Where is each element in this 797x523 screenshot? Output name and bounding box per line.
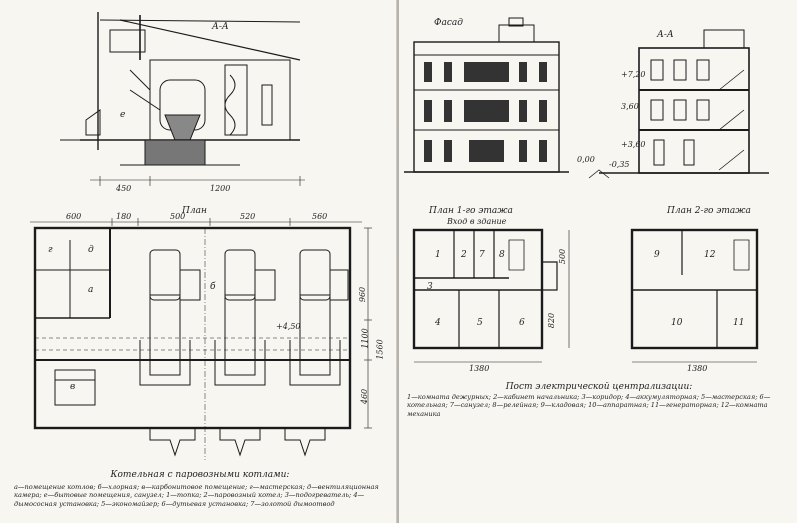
level-minus-0-35: -0,35 <box>609 160 630 169</box>
right-page: Фасад А-А +7,20 3,60 0,00 -0,35 +3,60 Пл… <box>399 0 797 523</box>
room-letter-d: д <box>88 245 94 255</box>
floor2-plan-drawing <box>630 228 759 363</box>
room-4: 4 <box>435 318 441 328</box>
boiler-house-drawings <box>30 12 372 460</box>
floor1-plan-drawing <box>412 228 570 363</box>
room-6: 6 <box>519 318 525 328</box>
relay-caption-legend: 1—комната дежурных; 2—кабинет начальника… <box>407 393 771 418</box>
dim-560: 560 <box>312 212 328 221</box>
dim-180: 180 <box>116 212 132 221</box>
plan2-width: 1380 <box>687 364 708 373</box>
dim-960: 960 <box>358 286 368 303</box>
dim-1100: 1100 <box>360 328 370 349</box>
section-aa-label: А-А <box>212 22 229 32</box>
room-7: 7 <box>479 250 485 260</box>
boiler-section-drawing <box>60 12 305 186</box>
room-letter-e: е <box>120 110 126 120</box>
room-12: 12 <box>704 250 716 260</box>
plan-label: План <box>182 206 207 216</box>
plan1-side: 500 <box>558 248 568 265</box>
boiler-plan-drawing <box>30 218 372 460</box>
dim-520: 520 <box>240 212 256 221</box>
room-10: 10 <box>671 318 683 328</box>
plan1-label: План 1-го этажа <box>429 206 513 216</box>
room-letter-g: г <box>48 245 53 255</box>
dim-600: 600 <box>66 212 82 221</box>
plan1-entrance: Вход в здание <box>447 217 507 226</box>
boiler-caption-title: Котельная с паровозными котлами: <box>110 470 290 480</box>
facade-drawing <box>404 17 569 173</box>
left-page: А-А План 450 1200 600 180 500 520 560 96… <box>0 0 398 523</box>
facade-label: Фасад <box>434 18 463 28</box>
room-9: 9 <box>654 250 660 260</box>
dim-460: 460 <box>360 388 370 405</box>
building-section-drawing <box>588 29 769 179</box>
right-section-aa-label: А-А <box>657 30 674 40</box>
room-1: 1 <box>435 250 441 260</box>
boiler-caption-legend: а—помещение котлов; б—хлорная; в—карбони… <box>14 483 379 508</box>
room-3: 3 <box>427 282 433 292</box>
dim-1560: 1560 <box>375 339 385 360</box>
level-3-60: 3,60 <box>621 102 639 111</box>
dim-1200: 1200 <box>210 184 231 193</box>
room-5: 5 <box>477 318 483 328</box>
dim-plus-450: +4,50 <box>276 322 301 331</box>
relay-caption-title: Пост электрической централизации: <box>505 382 693 392</box>
plan1-width: 1380 <box>469 364 490 373</box>
room-letter-b: б <box>210 282 216 292</box>
level-0-00: 0,00 <box>577 155 595 164</box>
room-2: 2 <box>461 250 467 260</box>
level-3-60-b: +3,60 <box>621 140 646 149</box>
plan2-label: План 2-го этажа <box>667 206 751 216</box>
dim-500: 500 <box>170 212 186 221</box>
room-letter-a: а <box>88 285 94 295</box>
room-8: 8 <box>499 250 505 260</box>
plan1-height: 820 <box>547 312 557 329</box>
relay-post-drawings <box>404 17 769 363</box>
book-gutter <box>396 0 400 523</box>
dim-450: 450 <box>116 184 132 193</box>
room-letter-v: в <box>70 382 76 392</box>
room-11: 11 <box>733 318 745 328</box>
level-7-20: +7,20 <box>621 70 646 79</box>
